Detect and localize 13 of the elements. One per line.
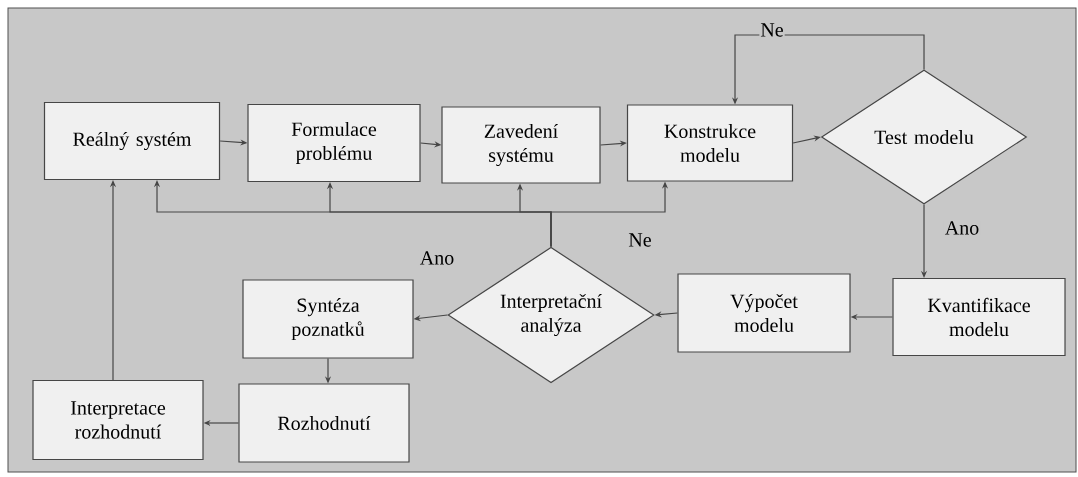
edge-label: Ne [759, 22, 785, 38]
edge-label: Ne [627, 232, 653, 248]
process-box: Výpočet modelu [677, 273, 851, 353]
process-box: Reálný systém [43, 101, 221, 181]
arrow [792, 135, 821, 144]
process-box: Interpretace rozhodnutí [32, 379, 204, 461]
process-box: Syntéza poznatků [242, 279, 414, 359]
process-box: Zavedení systému [441, 106, 601, 184]
process-box: Rozhodnutí [238, 383, 410, 463]
process-box: Formulace problému [247, 103, 421, 183]
process-box: Kvantifikace modelu [892, 277, 1066, 357]
edge-label: Ano [943, 220, 981, 236]
process-box: Konstrukce modelu [626, 104, 794, 182]
